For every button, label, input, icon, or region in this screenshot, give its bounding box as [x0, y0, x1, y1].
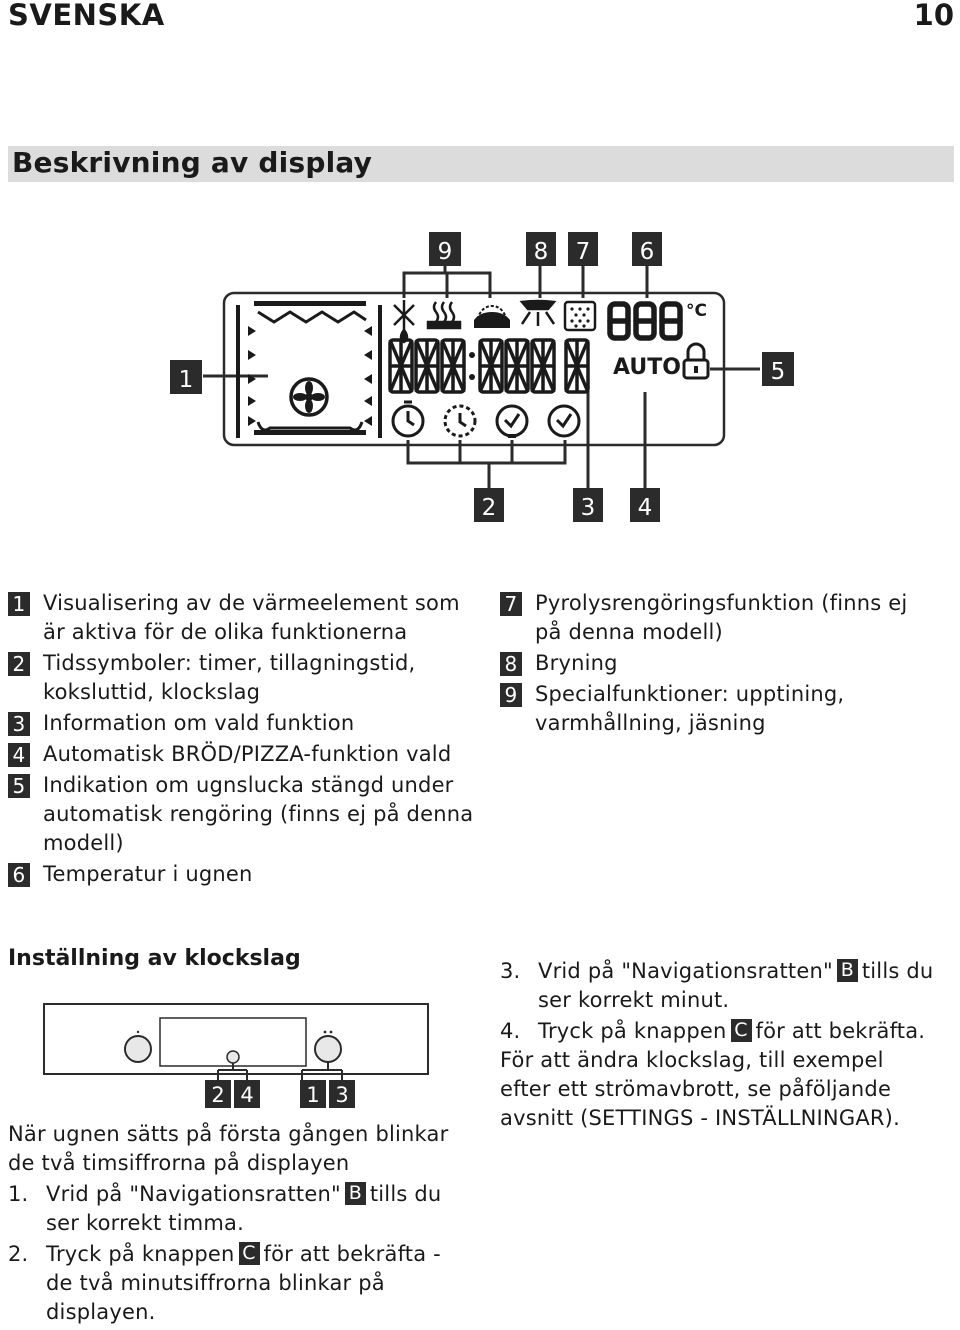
- step-text-after: för att bekräfta - de två minutsiffrorna…: [46, 1242, 441, 1324]
- legend-number: 2: [8, 652, 30, 676]
- key-b-badge: B: [836, 959, 858, 982]
- timer-icon: [391, 400, 425, 438]
- legend-number: 5: [8, 774, 30, 798]
- legend-item: 9 Specialfunktioner: upptining, varmhålln…: [500, 680, 920, 738]
- svg-text:2: 2: [211, 1083, 224, 1107]
- legend-item: 7 Pyrolysrengöringsfunktion (finns ej på …: [500, 589, 920, 647]
- key-c-badge: C: [238, 1242, 260, 1265]
- legend-number: 4: [8, 743, 30, 767]
- legend-item: 1 Visualisering av de värmeelement som är…: [8, 589, 478, 647]
- colon-dot: [469, 352, 475, 358]
- cooking-time-icon: [443, 404, 477, 438]
- svg-text:1: 1: [179, 367, 194, 393]
- browning-icon: [519, 299, 557, 326]
- auto-label: AUTO: [613, 355, 681, 380]
- legend-text: Specialfunktioner: upptining, varmhållni…: [535, 682, 845, 735]
- step-text-before: Vrid på "Navigationsratten": [46, 1182, 341, 1206]
- knob-left: [124, 1035, 152, 1063]
- key-c-badge: C: [730, 1019, 752, 1042]
- clock-intro: När ugnen sätts på första gången blinkar…: [8, 1122, 449, 1175]
- display-diagram: °C AUTO 9 8 7 6 1: [170, 232, 794, 522]
- svg-text:6: 6: [640, 239, 655, 265]
- callout-lines: [203, 265, 760, 488]
- colon-dot: [469, 374, 475, 380]
- svg-text:3: 3: [335, 1083, 348, 1107]
- callout-boxes: 9 8 7 6 1 5 2 3 4: [170, 232, 794, 522]
- legend-item: 2 Tidssymboler: timer, tillagningstid, ko…: [8, 649, 478, 707]
- lock-icon: [682, 342, 710, 380]
- legend-item: 3 Information om vald funktion: [8, 709, 478, 738]
- legend-number: 6: [8, 863, 30, 887]
- legend-text: Automatisk BRÖD/PIZZA-funktion vald: [43, 742, 452, 766]
- keep-warm-icon: [426, 301, 462, 330]
- legend-number: 3: [8, 712, 30, 736]
- legend-number: 9: [500, 683, 522, 707]
- step-text-after: tills du ser korrekt minut.: [538, 959, 934, 1012]
- step-text-after: tills du ser korrekt timma.: [46, 1182, 442, 1235]
- svg-text:7: 7: [576, 239, 591, 265]
- legend-number: 8: [500, 652, 522, 676]
- button-center: [226, 1050, 240, 1064]
- step-text-after: för att bekräfta.: [755, 1019, 926, 1043]
- legend-number: 1: [8, 592, 30, 616]
- svg-text:2: 2: [482, 495, 497, 521]
- legend-left: 1 Visualisering av de värmeelement som är…: [8, 589, 478, 891]
- page-number: 10: [913, 0, 954, 32]
- legend-item: 8 Bryning: [500, 649, 920, 678]
- clock-icon: [547, 404, 581, 438]
- legend-item: 5 Indikation om ugnslucka stängd under au…: [8, 771, 478, 858]
- svg-text:8: 8: [534, 239, 549, 265]
- svg-text:9: 9: [438, 239, 453, 265]
- end-time-icon: [495, 404, 529, 438]
- step-number: 4.: [500, 1019, 521, 1043]
- legend-text: Temperatur i ugnen: [43, 862, 253, 886]
- legend-right: 7 Pyrolysrengöringsfunktion (finns ej på …: [500, 589, 920, 740]
- knob-right: [314, 1035, 342, 1063]
- clock-left-column: När ugnen sätts på första gången blinkar…: [8, 1120, 468, 1327]
- legend-text: Information om vald funktion: [43, 711, 355, 735]
- segment-digits: [388, 338, 590, 394]
- fan-icon: [289, 377, 329, 417]
- svg-text:5: 5: [771, 359, 786, 385]
- step-number: 2.: [8, 1242, 29, 1266]
- step-number: 1.: [8, 1182, 29, 1206]
- defrost-icon: [393, 300, 415, 344]
- temperature-unit: °C: [686, 301, 707, 321]
- dough-rising-icon: [474, 304, 510, 328]
- step-text-before: Tryck på knappen: [538, 1019, 727, 1043]
- section-bar: Beskrivning av display: [8, 146, 954, 182]
- section-title: Beskrivning av display: [12, 146, 373, 179]
- pyrolysis-icon: [563, 300, 597, 332]
- legend-item: 6 Temperatur i ugnen: [8, 860, 478, 889]
- legend-text: Bryning: [535, 651, 618, 675]
- clock-footer: För att ändra klockslag, till exempel ef…: [500, 1048, 900, 1130]
- svg-text:4: 4: [240, 1083, 253, 1107]
- legend-text: Pyrolysrengöringsfunktion (finns ej på d…: [535, 591, 908, 644]
- clock-section-title: Inställning av klockslag: [8, 946, 301, 971]
- svg-text:1: 1: [306, 1083, 319, 1107]
- legend-number: 7: [500, 592, 522, 616]
- svg-text:3: 3: [581, 495, 596, 521]
- legend-text: Visualisering av de värmeelement som är …: [43, 591, 460, 644]
- legend-text: Tidssymboler: timer, tillagningstid, kok…: [43, 651, 416, 704]
- step-text-before: Tryck på knappen: [46, 1242, 235, 1266]
- temperature-digits: [607, 301, 683, 341]
- svg-text:4: 4: [638, 495, 653, 521]
- oven-cavity-icon: [236, 301, 382, 438]
- step-text-before: Vrid på "Navigationsratten": [538, 959, 833, 983]
- display-frame: [222, 291, 726, 447]
- step-number: 3.: [500, 959, 521, 983]
- legend-item: 4 Automatisk BRÖD/PIZZA-funktion vald: [8, 740, 478, 769]
- legend-text: Indikation om ugnslucka stängd under aut…: [43, 773, 474, 855]
- control-panel-diagram: 2 4 1 3: [43, 1003, 429, 1108]
- key-b-badge: B: [344, 1182, 366, 1205]
- header-language: SVENSKA: [8, 0, 165, 32]
